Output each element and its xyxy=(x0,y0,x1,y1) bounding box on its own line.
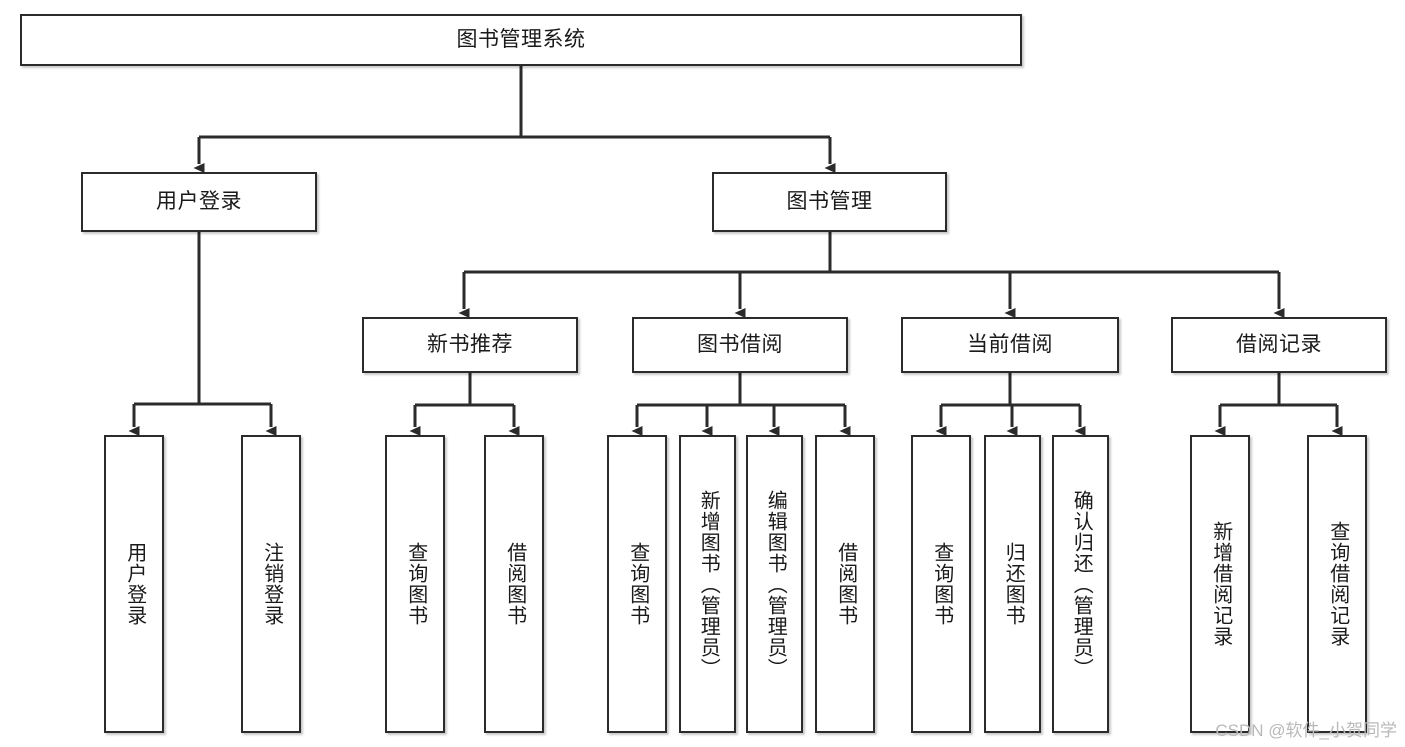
node-leaf-confirm-return-label: 确认归还（管理员） xyxy=(1070,489,1093,679)
node-leaf-borrow-book-1[interactable]: 借阅图书 xyxy=(484,435,544,733)
node-leaf-borrow-book-2[interactable]: 借阅图书 xyxy=(815,435,875,733)
node-leaf-logout-label: 注销登录 xyxy=(260,542,283,626)
node-leaf-query-book-3[interactable]: 查询图书 xyxy=(911,435,971,733)
node-leaf-edit-book-label: 编辑图书（管理员） xyxy=(764,489,787,679)
node-book-manage-label: 图书管理 xyxy=(786,189,873,213)
node-user-login-label: 用户登录 xyxy=(156,189,242,213)
node-leaf-query-book-1[interactable]: 查询图书 xyxy=(385,435,445,733)
node-borrow-record[interactable]: 借阅记录 xyxy=(1171,317,1387,373)
node-current-borrow[interactable]: 当前借阅 xyxy=(901,317,1119,373)
node-root[interactable]: 图书管理系统 xyxy=(20,14,1022,66)
node-leaf-query-book-3-label: 查询图书 xyxy=(930,542,953,626)
node-book-borrow[interactable]: 图书借阅 xyxy=(632,317,848,373)
node-leaf-user-login-label: 用户登录 xyxy=(123,542,146,626)
node-leaf-query-book-2-label: 查询图书 xyxy=(626,542,649,626)
node-user-login[interactable]: 用户登录 xyxy=(81,172,317,232)
node-book-manage[interactable]: 图书管理 xyxy=(712,172,947,232)
node-leaf-borrow-book-2-label: 借阅图书 xyxy=(834,542,857,626)
node-leaf-add-record[interactable]: 新增借阅记录 xyxy=(1190,435,1250,733)
node-leaf-add-book[interactable]: 新增图书（管理员） xyxy=(679,435,736,733)
node-leaf-logout[interactable]: 注销登录 xyxy=(241,435,301,733)
node-leaf-user-login[interactable]: 用户登录 xyxy=(104,435,164,733)
node-borrow-record-label: 借阅记录 xyxy=(1236,332,1322,356)
node-root-label: 图书管理系统 xyxy=(456,27,586,51)
node-current-borrow-label: 当前借阅 xyxy=(967,332,1053,356)
node-new-book-recommend[interactable]: 新书推荐 xyxy=(362,317,578,373)
node-leaf-query-book-1-label: 查询图书 xyxy=(404,542,427,626)
node-leaf-add-record-label: 新增借阅记录 xyxy=(1209,521,1232,647)
node-leaf-edit-book[interactable]: 编辑图书（管理员） xyxy=(746,435,803,733)
node-leaf-confirm-return[interactable]: 确认归还（管理员） xyxy=(1052,435,1109,733)
node-leaf-query-book-2[interactable]: 查询图书 xyxy=(607,435,667,733)
node-leaf-query-record[interactable]: 查询借阅记录 xyxy=(1307,435,1367,733)
node-leaf-add-book-label: 新增图书（管理员） xyxy=(697,489,720,679)
node-leaf-borrow-book-1-label: 借阅图书 xyxy=(503,542,526,626)
node-new-book-recommend-label: 新书推荐 xyxy=(427,332,513,356)
node-book-borrow-label: 图书借阅 xyxy=(697,332,783,356)
node-leaf-return-book-label: 归还图书 xyxy=(1002,542,1025,626)
node-leaf-query-record-label: 查询借阅记录 xyxy=(1326,521,1349,647)
csdn-watermark: CSDN @软件_小贺同学 xyxy=(1215,721,1397,740)
node-leaf-return-book[interactable]: 归还图书 xyxy=(984,435,1041,733)
